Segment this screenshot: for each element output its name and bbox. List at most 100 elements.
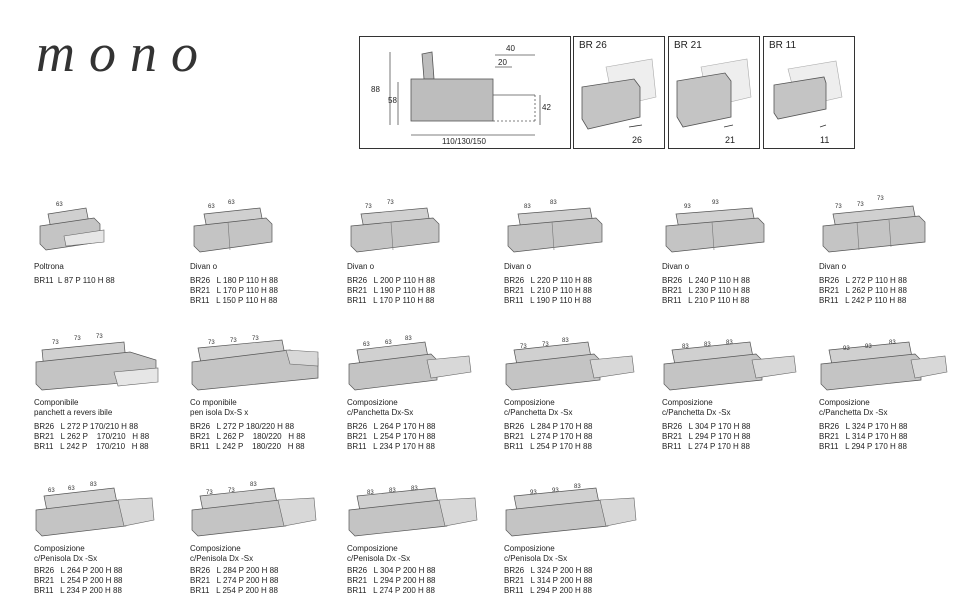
dim-20: 20 <box>498 58 507 67</box>
sofa-drawing <box>820 341 948 391</box>
sofa-drawing <box>507 207 603 253</box>
module-width: 83 <box>90 482 97 488</box>
sofa-drawing <box>35 487 155 537</box>
module-width: 73 <box>542 342 549 348</box>
module-width: 73 <box>365 204 372 210</box>
module-width: 73 <box>520 344 527 350</box>
module-width: 93 <box>865 344 872 350</box>
module-width: 63 <box>208 204 215 210</box>
module-width: 83 <box>405 336 412 342</box>
module-width: 73 <box>74 336 81 342</box>
module-width: 93 <box>530 490 537 496</box>
arm-label: BR 11 <box>769 40 797 51</box>
sofa-drawing <box>348 487 478 537</box>
arm-width: 26 <box>632 135 643 145</box>
dim-40: 40 <box>506 44 515 53</box>
module-width: 73 <box>877 196 884 202</box>
arm-box-br11: BR 11 11 <box>763 36 855 149</box>
module-width: 73 <box>52 340 59 346</box>
model-poltrona: 63 Poltrona BR11 L 87 P 110 H 88 <box>34 200 184 286</box>
module-width: 83 <box>889 340 896 346</box>
arm-br21-drawing <box>676 58 752 128</box>
module-width: 83 <box>411 486 418 492</box>
model-name: Divan o <box>504 262 532 271</box>
module-width: 73 <box>206 490 213 496</box>
sofa-drawing <box>193 207 273 253</box>
arm-width: 11 <box>820 135 830 145</box>
sofa-drawing <box>665 207 765 253</box>
arm-br26-drawing <box>581 58 657 130</box>
module-width: 63 <box>68 486 75 492</box>
arm-br11-drawing <box>773 60 843 128</box>
module-width: 83 <box>367 490 374 496</box>
sofa-drawing <box>348 341 472 391</box>
module-width: 93 <box>552 488 559 494</box>
sofa-drawing <box>663 341 797 391</box>
sofa-drawing <box>191 487 317 537</box>
module-width: 83 <box>682 344 689 350</box>
module-width: 93 <box>843 346 850 352</box>
module-width: 73 <box>228 488 235 494</box>
profile-diagram: 40 20 88 58 42 110/130/150 <box>359 36 571 149</box>
module-width: 63 <box>385 340 392 346</box>
module-width: 73 <box>387 200 394 206</box>
arm-box-br21: BR 21 21 <box>668 36 760 149</box>
module-width: 73 <box>857 202 864 208</box>
model-name: Divan o <box>662 262 690 271</box>
model-name: Divan o <box>190 262 218 271</box>
sofa-drawing <box>505 487 637 537</box>
module-width: 73 <box>230 338 237 344</box>
module-width: 83 <box>550 200 557 206</box>
module-width: 63 <box>228 200 235 206</box>
sofa-drawing <box>350 207 440 253</box>
model-spec: BR11 L 87 P 110 H 88 <box>34 276 115 285</box>
sofa-drawing <box>35 341 159 391</box>
module-width: 73 <box>252 336 259 342</box>
module-width: 73 <box>835 204 842 210</box>
module-width: 93 <box>684 204 691 210</box>
sofa-drawing <box>39 207 105 251</box>
arm-width: 21 <box>725 135 736 145</box>
dim-42: 42 <box>542 103 551 112</box>
module-width: 63 <box>48 488 55 494</box>
sofa-drawing <box>191 339 319 391</box>
dim-88: 88 <box>371 85 380 94</box>
arm-box-br26: BR 26 26 <box>573 36 665 149</box>
module-width: 63 <box>363 342 370 348</box>
module-width: 83 <box>250 482 257 488</box>
brand-title: mono <box>36 23 212 83</box>
